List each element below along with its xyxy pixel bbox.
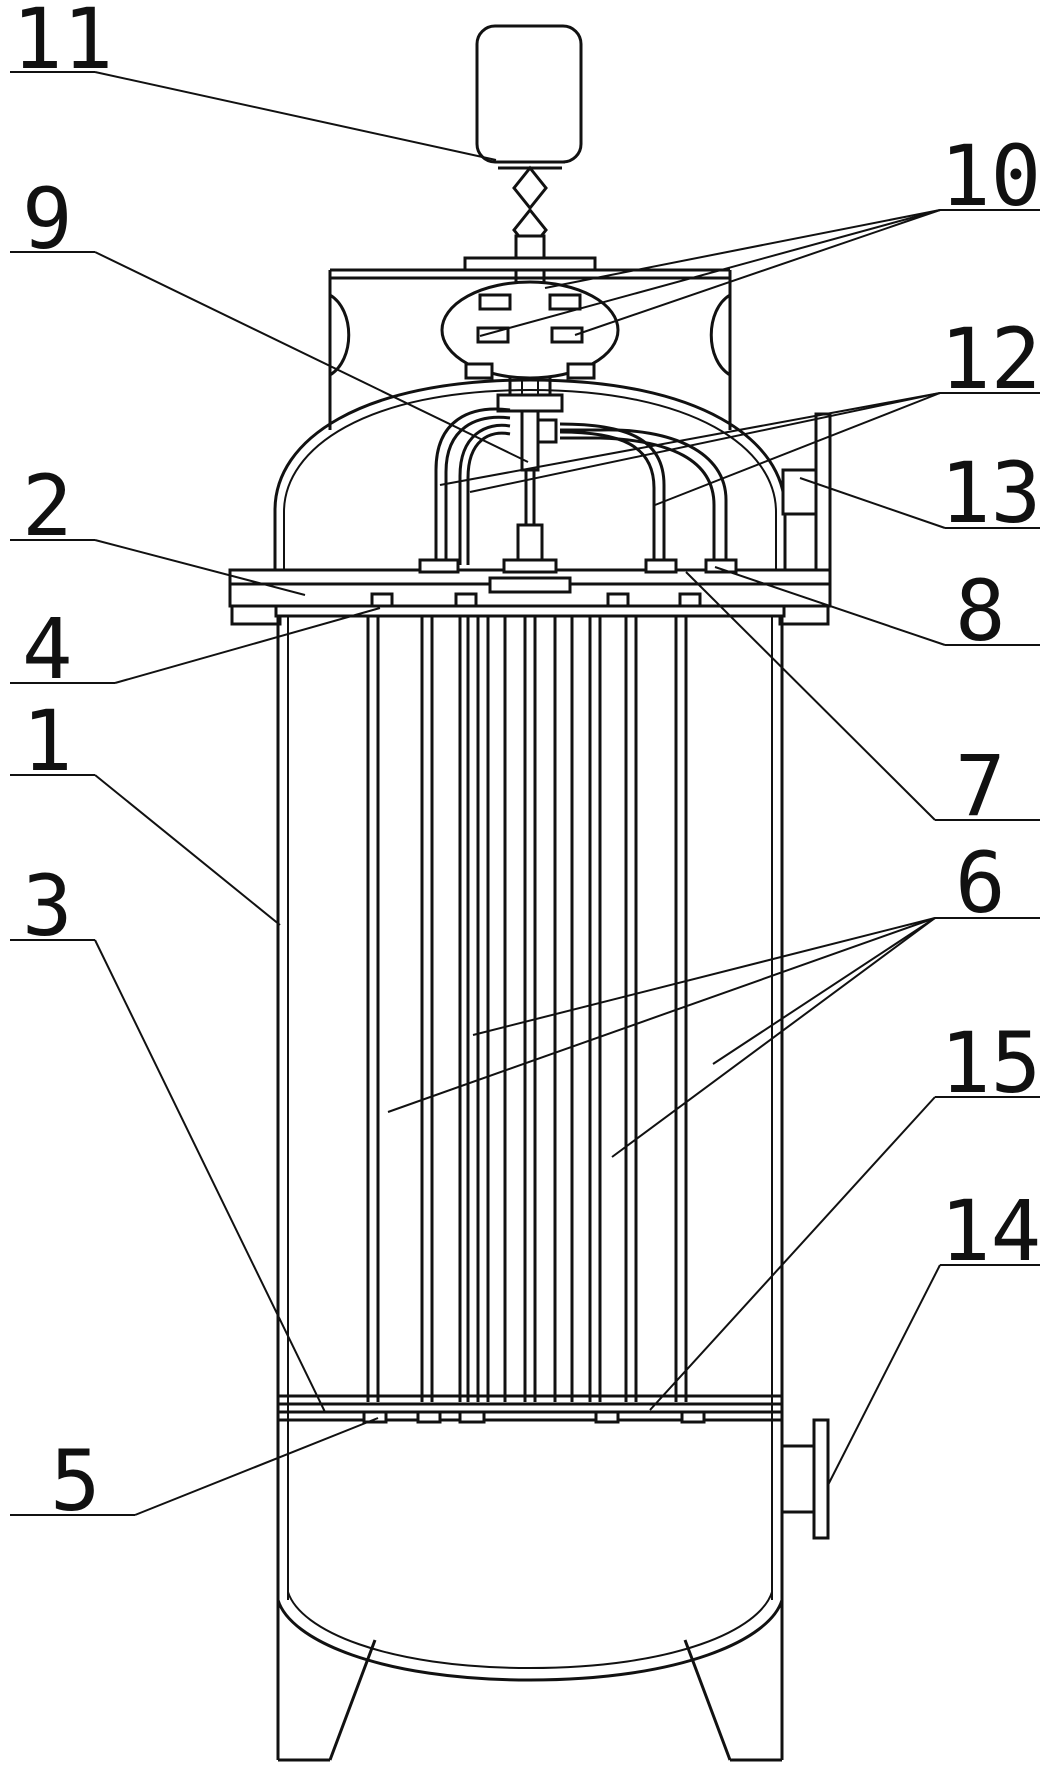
label-10: 10 bbox=[940, 127, 1041, 225]
tube-sheet-lower bbox=[278, 1394, 782, 1424]
label-1: 1 bbox=[22, 692, 73, 790]
label-13: 13 bbox=[940, 444, 1041, 542]
label-6: 6 bbox=[955, 834, 1006, 932]
inner-pipes bbox=[434, 407, 728, 565]
shell bbox=[276, 616, 784, 1600]
label-14: 14 bbox=[940, 1182, 1041, 1280]
support-legs bbox=[276, 1600, 784, 1762]
filter-elements bbox=[366, 616, 688, 1402]
lower-head bbox=[276, 1591, 784, 1682]
label-8: 8 bbox=[955, 562, 1006, 660]
upper-head bbox=[273, 378, 787, 570]
label-2: 2 bbox=[22, 457, 73, 555]
label-7: 7 bbox=[955, 737, 1006, 835]
label-3: 3 bbox=[22, 857, 73, 955]
tube-sheet-upper bbox=[370, 558, 738, 608]
label-12: 12 bbox=[940, 310, 1041, 408]
label-9: 9 bbox=[22, 170, 73, 268]
motor bbox=[475, 24, 583, 170]
label-15: 15 bbox=[940, 1014, 1041, 1112]
inlet-nozzle-bottom bbox=[780, 1418, 830, 1540]
outlet-nozzle-top bbox=[781, 412, 832, 572]
leader-lines bbox=[10, 71, 1040, 1516]
label-5: 5 bbox=[50, 1432, 101, 1530]
label-4: 4 bbox=[22, 600, 73, 698]
top-bracket bbox=[328, 256, 732, 444]
label-11: 11 bbox=[12, 0, 113, 88]
